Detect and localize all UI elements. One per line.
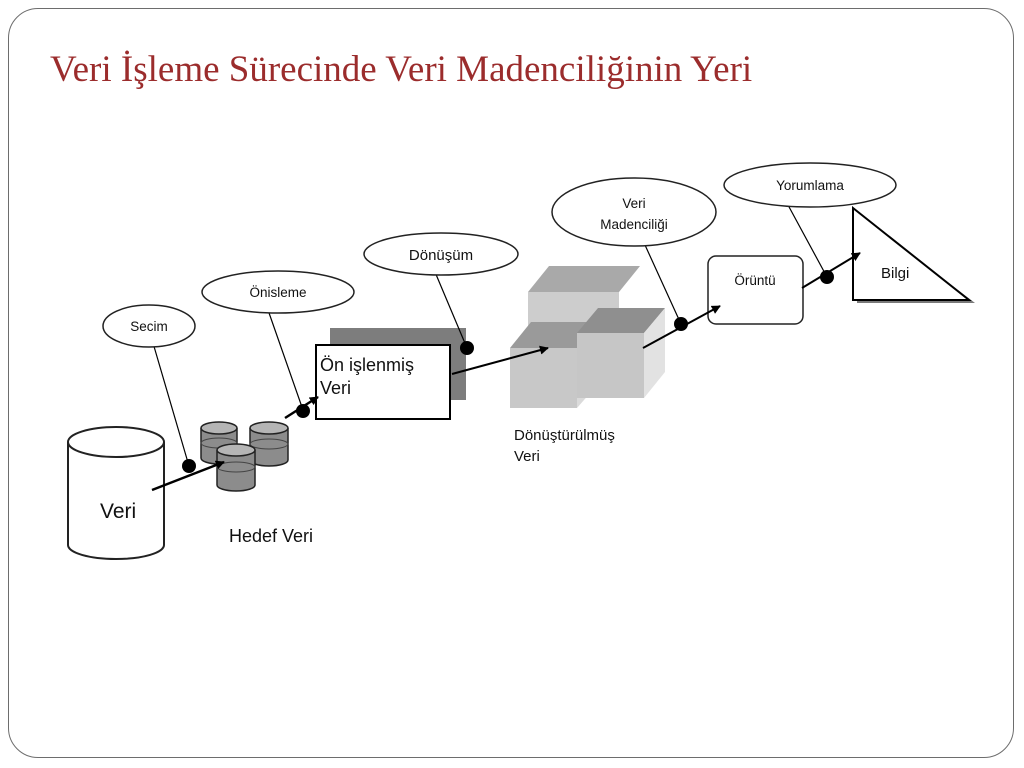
secim-label: Secim (130, 319, 168, 334)
callout-donusum: Dönüşüm (363, 232, 519, 276)
donusturulmus-veri-label-line1: Dönüştürülmüş (514, 427, 615, 444)
oruntu-label: Örüntü (734, 273, 775, 288)
donusturulmus-veri-cubes: Dönüştürülmüş Veri (510, 266, 665, 465)
callout-secim: Secim (102, 304, 196, 348)
oruntu-box: Örüntü (707, 255, 804, 325)
yorumlama-dot (820, 270, 834, 284)
veri-label: Veri (100, 500, 136, 523)
arrow-veri-to-hedef (151, 460, 225, 492)
on-islenmis-veri-label-line2: Veri (320, 378, 351, 398)
arrow-onislenmis-to-donusturulmus (451, 345, 549, 375)
callout-pointers (152, 204, 834, 473)
veri-database: Veri (67, 426, 165, 560)
on-islenmis-veri-box: Ön işlenmiş Veri (315, 328, 466, 420)
secim-dot (182, 459, 196, 473)
callout-yorumlama: Yorumlama (723, 162, 897, 208)
bilgi-triangle: Bilgi (852, 205, 975, 303)
target-db-3 (216, 443, 256, 492)
donusum-label: Dönüşüm (409, 247, 473, 264)
hedef-veri-label: Hedef Veri (229, 526, 313, 546)
arrow-oruntu-to-bilgi (801, 252, 861, 289)
onisleme-dot (296, 404, 310, 418)
callout-onisleme: Önisleme (201, 270, 355, 314)
callout-veri-madenciligi: Veri Madenciliği (551, 177, 717, 247)
on-islenmis-veri-label-line1: Ön işlenmiş (320, 355, 414, 375)
bilgi-label: Bilgi (881, 265, 909, 282)
veri-madenciligi-dot (674, 317, 688, 331)
yorumlama-label: Yorumlama (776, 178, 844, 193)
hedef-veri-databases: Hedef Veri (200, 421, 313, 546)
veri-madenciligi-label-line1: Veri (622, 196, 645, 211)
donusum-dot (460, 341, 474, 355)
onisleme-label: Önisleme (249, 285, 306, 300)
slide-title: Veri İşleme Sürecinde Veri Madenciliğini… (50, 49, 753, 90)
veri-madenciligi-label-line2: Madenciliği (600, 217, 668, 232)
donusturulmus-veri-label-line2: Veri (514, 448, 540, 465)
